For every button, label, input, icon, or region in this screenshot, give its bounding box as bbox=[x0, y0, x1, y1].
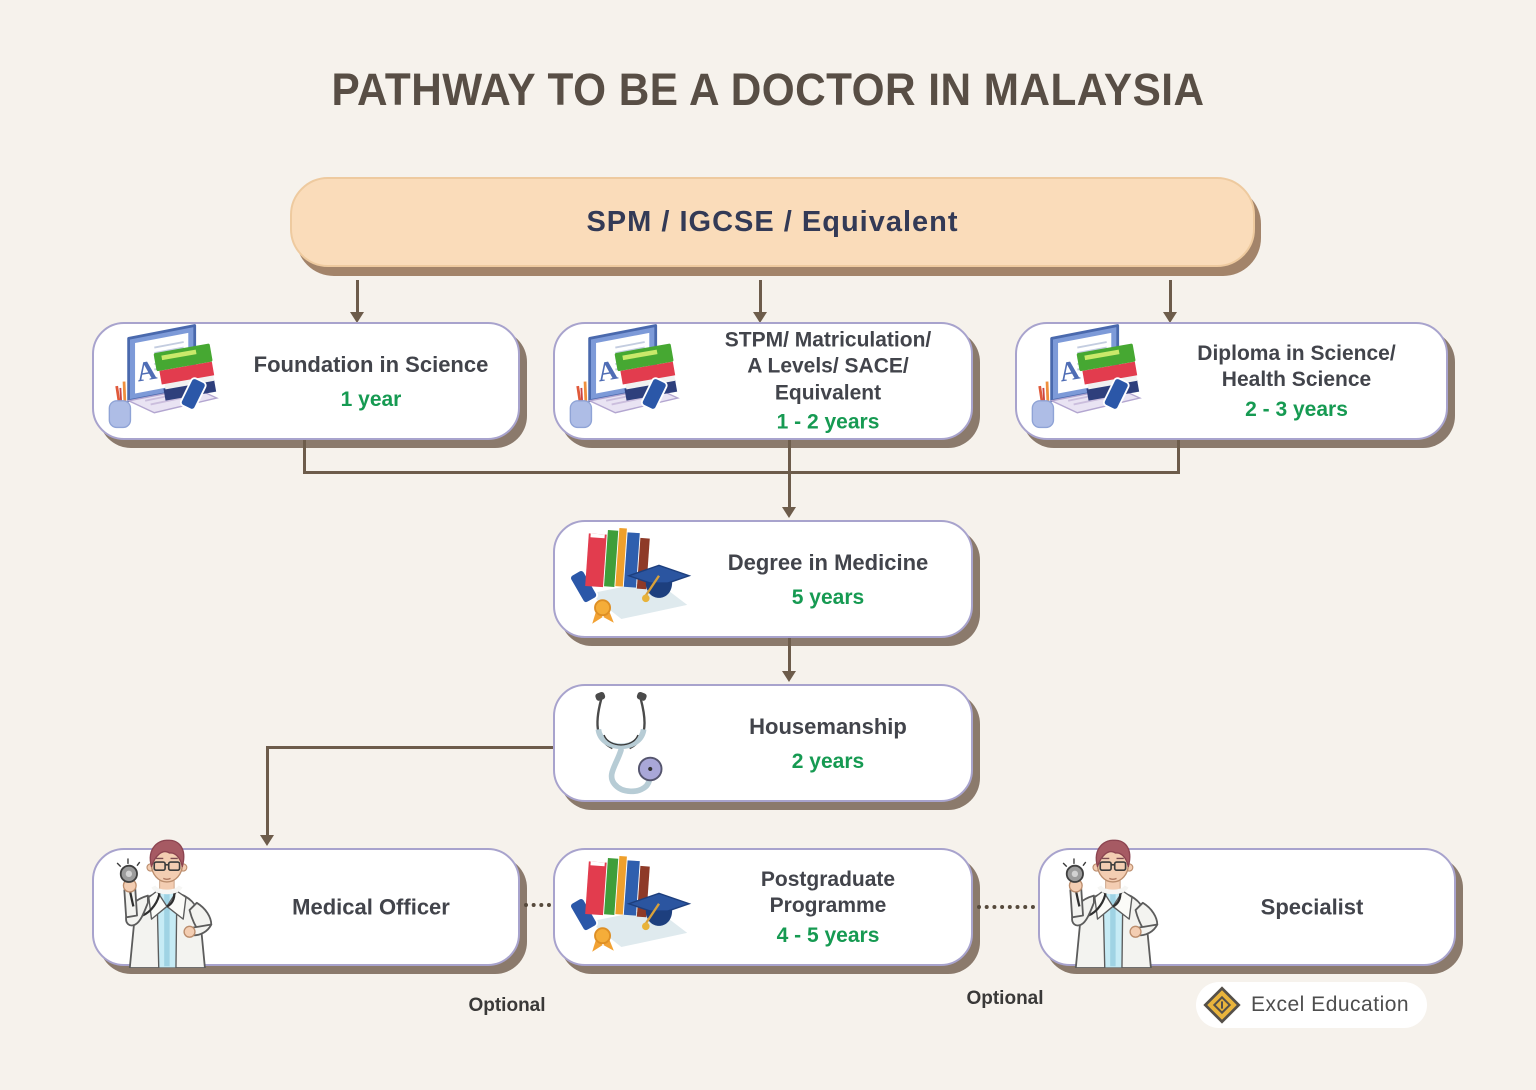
node-degree: Degree in Medicine 5 years bbox=[553, 520, 973, 638]
connector-merge-to-degree bbox=[788, 440, 791, 508]
node-pre-university-duration: 1 - 2 years bbox=[776, 410, 880, 434]
connector-spm-to-foundation bbox=[356, 280, 359, 313]
connector-spm-to-diploma bbox=[1169, 280, 1172, 313]
optional-label-right: Optional bbox=[966, 988, 1044, 1009]
node-foundation: Foundation in Science 1 year bbox=[92, 322, 520, 440]
connector-spm-to-pre-university bbox=[759, 280, 762, 313]
node-foundation-label: Foundation in Science bbox=[253, 351, 489, 377]
node-degree-duration: 5 years bbox=[791, 585, 865, 609]
excel-education-logo: Excel Education bbox=[1196, 982, 1428, 1028]
laptop-books-icon bbox=[557, 320, 681, 437]
books-graduation-cap-icon bbox=[561, 852, 693, 968]
node-diploma: Diploma in Science/ Health Science 2 - 3… bbox=[1015, 322, 1448, 440]
node-specialist: Specialist bbox=[1038, 848, 1456, 966]
connector-diploma-down bbox=[1177, 440, 1180, 474]
connector-merge-horizontal bbox=[303, 471, 1180, 474]
node-pre-university-label: STPM/ Matriculation/ A Levels/ SACE/ Equ… bbox=[724, 328, 932, 405]
stethoscope-icon bbox=[569, 686, 673, 806]
connector-dotted-medical-officer-postgraduate bbox=[524, 903, 551, 907]
books-graduation-cap-icon bbox=[561, 524, 693, 640]
node-housemanship-label: Housemanship bbox=[749, 713, 907, 739]
arrowhead-spm-to-pre-university bbox=[753, 312, 767, 323]
node-diploma-label: Diploma in Science/ Health Science bbox=[1197, 341, 1396, 391]
connector-housemanship-left bbox=[266, 746, 553, 749]
connector-dotted-postgraduate-specialist bbox=[977, 905, 1035, 909]
node-postgraduate-duration: 4 - 5 years bbox=[776, 923, 880, 947]
arrowhead-spm-to-foundation bbox=[350, 312, 364, 323]
doctor-icon bbox=[1052, 834, 1172, 973]
node-pre-university: STPM/ Matriculation/ A Levels/ SACE/ Equ… bbox=[553, 322, 973, 440]
node-diploma-duration: 2 - 3 years bbox=[1245, 397, 1348, 421]
connector-degree-to-housemanship bbox=[788, 638, 791, 672]
optional-label-left: Optional bbox=[468, 995, 546, 1016]
node-housemanship: Housemanship 2 years bbox=[553, 684, 973, 802]
node-medical-officer: Medical Officer bbox=[92, 848, 520, 966]
node-spm-label: SPM / IGCSE / Equivalent bbox=[586, 205, 959, 238]
node-specialist-label: Specialist bbox=[1260, 894, 1364, 920]
node-degree-label: Degree in Medicine bbox=[727, 549, 929, 575]
page-title: PATHWAY TO BE A DOCTOR IN MALAYSIA bbox=[331, 64, 1205, 115]
node-housemanship-duration: 2 years bbox=[791, 749, 865, 773]
arrowhead-spm-to-diploma bbox=[1163, 312, 1177, 323]
doctor-icon bbox=[106, 834, 226, 973]
arrowhead-to-housemanship bbox=[782, 671, 796, 682]
node-postgraduate-label: Postgraduate Programme bbox=[760, 867, 896, 917]
node-postgraduate: Postgraduate Programme 4 - 5 years bbox=[553, 848, 973, 966]
arrowhead-to-medical-officer bbox=[260, 835, 274, 846]
excel-education-diamond-icon bbox=[1202, 985, 1242, 1025]
connector-foundation-down bbox=[303, 440, 306, 474]
node-medical-officer-label: Medical Officer bbox=[292, 894, 450, 920]
laptop-books-icon bbox=[96, 320, 220, 437]
laptop-books-icon bbox=[1019, 320, 1143, 437]
brand-name: Excel Education bbox=[1251, 993, 1410, 1016]
node-spm: SPM / IGCSE / Equivalent bbox=[290, 177, 1255, 267]
arrowhead-to-degree bbox=[782, 507, 796, 518]
connector-to-medical-officer bbox=[266, 746, 269, 836]
node-foundation-duration: 1 year bbox=[340, 387, 402, 411]
